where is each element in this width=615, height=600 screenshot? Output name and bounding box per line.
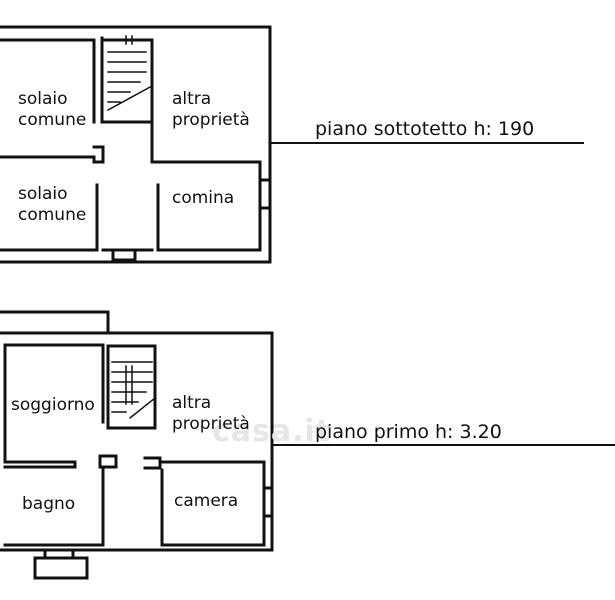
- first-soggiorno-wall: [3, 343, 105, 424]
- watermark: casa.it: [212, 414, 332, 449]
- first-outer-wall: [0, 331, 274, 552]
- attic-floor-walls: [0, 25, 272, 264]
- room-label-bagno: bagno: [22, 494, 76, 514]
- first-window: [262, 486, 274, 518]
- attic-window: [258, 178, 272, 210]
- first-camera-stub: [143, 456, 162, 470]
- attic-room1-wall: [0, 38, 96, 124]
- first-floor-walls: [0, 310, 274, 580]
- first-entrance: [33, 556, 89, 580]
- attic-stairs: [106, 35, 154, 112]
- level-label-first: piano primo h: 3.20: [315, 421, 502, 443]
- room-label-camera: camera: [174, 491, 239, 511]
- first-center-post: [98, 454, 118, 469]
- first-bagno-top: [3, 460, 77, 469]
- first-outer-top-ext: [0, 310, 110, 335]
- first-stair-box: [106, 344, 157, 430]
- level-label-attic: piano sottotetto h: 190: [315, 118, 535, 140]
- attic-stair-right: [150, 120, 262, 252]
- attic-room1-bottom: [0, 145, 105, 164]
- room-label-comina: comina: [172, 188, 235, 208]
- first-stairs: [111, 361, 157, 420]
- attic-outer-wall: [0, 25, 272, 264]
- first-camera-wall: [160, 460, 266, 547]
- attic-threshold: [111, 248, 137, 262]
- room-label-soggiorno: soggiorno: [11, 395, 95, 415]
- first-bagno-right: [3, 466, 105, 547]
